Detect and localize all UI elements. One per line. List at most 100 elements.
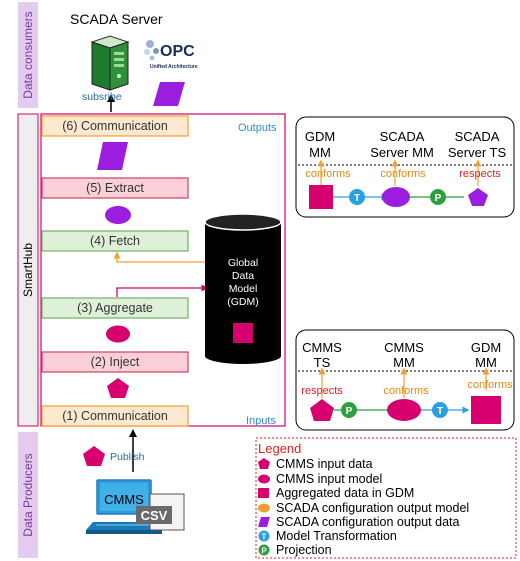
top-conformance-panel: GDM MM SCADA Server MM SCADA Server TS c… <box>295 116 515 218</box>
legend-transformation-icon <box>258 530 270 542</box>
top-col-1-line-1: GDM <box>305 129 335 144</box>
consumers-band <box>18 2 38 108</box>
computer-icon <box>86 479 162 534</box>
step-fetch: (4) Fetch <box>41 230 189 252</box>
top-col-3-line-1: SCADA <box>455 129 500 144</box>
step-communication-in: (1) Communication <box>41 405 189 427</box>
bottom-transformation-badge <box>432 402 448 418</box>
subscribe-label: subsribe <box>82 91 122 103</box>
bottom-badge-p: P <box>346 406 353 417</box>
step-1-box <box>41 405 189 427</box>
step-5-box <box>41 177 189 199</box>
step-1-label: (1) Communication <box>62 409 168 423</box>
legend-projection-icon <box>258 544 270 556</box>
consumers-band-label: Data consumers <box>21 11 35 98</box>
bottom-relation-1: respects <box>301 385 343 397</box>
step-extract: (5) Extract <box>41 177 189 199</box>
cmms-label: CMMS <box>104 492 144 507</box>
opc-logo-text: OPC <box>160 43 195 60</box>
step-3-label: (3) Aggregate <box>77 301 153 315</box>
top-transformation-badge <box>349 189 365 205</box>
bottom-relation-3: conforms <box>467 379 513 391</box>
top-badge-t: T <box>354 193 360 204</box>
legend-pentagon-icon <box>258 458 270 469</box>
smarthub-band-label: SmartHub <box>21 243 35 297</box>
step-4-box <box>41 230 189 252</box>
legend-item-3: Aggregated data in GDM <box>276 486 414 500</box>
legend-ellipse-orange-icon <box>258 503 270 513</box>
legend-item-2: CMMS input model <box>276 472 382 486</box>
smarthub-band <box>17 113 39 427</box>
input-data-pentagon <box>107 378 129 398</box>
top-badge-p: P <box>435 193 442 204</box>
csv-label: CSV <box>141 508 168 523</box>
output-data-parallelogram-top <box>153 82 185 106</box>
legend-badge-p: P <box>261 547 267 556</box>
bottom-relation-2: conforms <box>383 385 429 397</box>
top-col-3-line-2: Server TS <box>448 145 507 160</box>
top-col-1-line-2: MM <box>309 145 331 160</box>
outputs-label: Outputs <box>238 122 277 134</box>
bottom-conformance-panel: CMMS TS CMMS MM GDM MM respects conforms… <box>295 329 515 431</box>
legend-item-4: SCADA configuration output model <box>276 501 469 515</box>
scada-server-title: SCADA Server <box>70 11 163 27</box>
bottom-cmms-data-pentagon <box>310 399 334 421</box>
bottom-cmms-model-ellipse <box>387 399 421 421</box>
producers-band-label: Data Producers <box>21 453 35 536</box>
bottom-col-2-line-1: CMMS <box>384 340 424 355</box>
input-model-ellipse <box>106 325 130 343</box>
aggregate-connector <box>116 284 209 297</box>
legend-item-7: Projection <box>276 543 332 557</box>
output-data-parallelogram <box>97 142 128 170</box>
legend: Legend CMMS input data CMMS input model … <box>255 437 517 559</box>
step-2-box <box>41 351 189 373</box>
csv-file-icon: CSV <box>136 493 185 531</box>
legend-square-icon <box>258 488 269 498</box>
step-inject: (2) Inject <box>41 351 189 373</box>
legend-badge-t: T <box>262 533 267 542</box>
gdm-label-line-1: Global <box>228 257 258 269</box>
bottom-col-1-line-2: TS <box>314 355 331 370</box>
step-3-box <box>41 297 189 319</box>
legend-item-1: CMMS input data <box>276 457 373 471</box>
fetch-connector <box>113 251 205 263</box>
publish-label: Publish <box>110 451 145 463</box>
top-relation-1: conforms <box>305 168 351 180</box>
top-projection-badge <box>430 189 446 205</box>
legend-frame <box>255 437 517 559</box>
step-6-label: (6) Communication <box>62 119 168 133</box>
bottom-col-2-line-2: MM <box>393 355 415 370</box>
bottom-gdm-square <box>471 396 501 424</box>
top-relation-2: conforms <box>380 168 426 180</box>
step-4-label: (4) Fetch <box>90 234 140 248</box>
top-col-2-line-2: Server MM <box>370 145 434 160</box>
gdm-cylinder: Global Data Model (GDM) <box>204 213 282 364</box>
gdm-label-line-3: Model <box>229 283 258 295</box>
gdm-aggregated-square <box>233 323 253 343</box>
bottom-col-1-line-1: CMMS <box>302 340 342 355</box>
step-2-label: (2) Inject <box>91 355 140 369</box>
gdm-label-line-4: (GDM) <box>227 296 259 308</box>
legend-ellipse-magenta-icon <box>258 474 270 484</box>
legend-title: Legend <box>258 441 301 456</box>
top-scada-model-ellipse <box>382 187 410 207</box>
opc-logo-subtitle: Unified Architecture <box>150 64 198 70</box>
gdm-label-line-2: Data <box>232 270 254 282</box>
legend-item-5: SCADA configuration output data <box>276 515 460 529</box>
producers-band <box>18 432 38 558</box>
step-5-label: (5) Extract <box>86 181 144 195</box>
top-col-2-line-1: SCADA <box>380 129 425 144</box>
bottom-col-3-line-1: GDM <box>471 340 501 355</box>
output-model-ellipse <box>105 206 131 224</box>
opc-logo: OPC Unified Architecture <box>144 40 198 70</box>
legend-item-6: Model Transformation <box>276 529 397 543</box>
bottom-col-3-line-2: MM <box>475 355 497 370</box>
inputs-label: Inputs <box>246 415 276 427</box>
publish-pentagon <box>83 446 105 466</box>
step-aggregate: (3) Aggregate <box>41 297 189 319</box>
step-6-box <box>41 115 189 137</box>
bottom-badge-t: T <box>437 406 443 417</box>
step-communication-out: (6) Communication <box>41 115 189 137</box>
top-relation-3: respects <box>459 168 501 180</box>
